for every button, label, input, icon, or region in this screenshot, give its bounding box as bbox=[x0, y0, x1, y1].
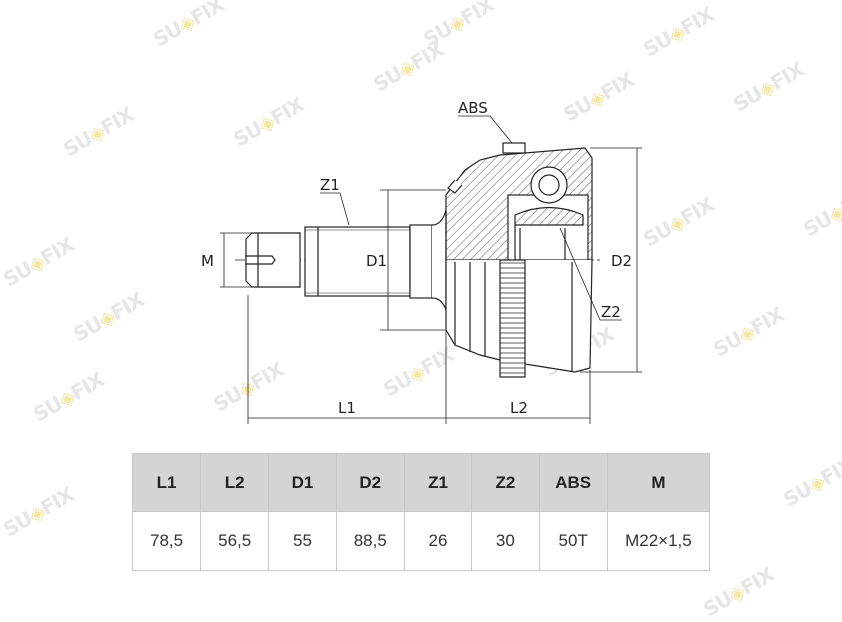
label-abs: ABS bbox=[458, 99, 488, 117]
label-l1: L1 bbox=[338, 399, 356, 417]
ball bbox=[530, 166, 568, 204]
header-l2: L2 bbox=[200, 453, 270, 512]
value-z2: 30 bbox=[471, 511, 540, 571]
value-d2: 88,5 bbox=[335, 511, 405, 571]
value-abs: 50T bbox=[538, 511, 608, 571]
header-abs: ABS bbox=[538, 453, 608, 512]
header-m: M bbox=[606, 453, 711, 512]
header-l1: L1 bbox=[131, 453, 202, 512]
sufix-watermark: SU◈FIX bbox=[0, 482, 78, 542]
table-header-row: L1 L2 D1 D2 Z1 Z2 ABS M bbox=[131, 453, 711, 512]
label-z1: Z1 bbox=[320, 176, 340, 194]
header-z1: Z1 bbox=[403, 453, 473, 512]
sufix-watermark: SU◈FIX bbox=[779, 452, 842, 512]
shaft-collar bbox=[409, 224, 433, 299]
splined-shaft bbox=[304, 226, 411, 297]
table-row: 78,5 56,5 55 88,5 26 30 50T M22×1,5 bbox=[131, 511, 711, 571]
abs-sensor-tab bbox=[502, 142, 526, 154]
value-l1: 78,5 bbox=[131, 511, 202, 571]
label-m: M bbox=[201, 252, 214, 270]
value-z1: 26 bbox=[403, 511, 473, 571]
label-l2: L2 bbox=[510, 399, 528, 417]
cv-joint-drawing: ABS Z1 Z2 M D1 D2 L1 L2 bbox=[201, 99, 642, 424]
label-z2: Z2 bbox=[601, 303, 621, 321]
header-z2: Z2 bbox=[471, 453, 540, 512]
spec-table: L1 L2 D1 D2 Z1 Z2 ABS M 78,5 56,5 55 88,… bbox=[131, 453, 711, 571]
sufix-watermark: SU◈FIX bbox=[699, 562, 778, 622]
label-d2: D2 bbox=[611, 252, 632, 270]
header-d1: D1 bbox=[268, 453, 337, 512]
value-m: M22×1,5 bbox=[606, 511, 711, 571]
value-d1: 55 bbox=[268, 511, 337, 571]
value-l2: 56,5 bbox=[200, 511, 270, 571]
label-d1: D1 bbox=[366, 252, 387, 270]
threaded-stub bbox=[245, 232, 301, 288]
header-d2: D2 bbox=[335, 453, 405, 512]
abs-ring bbox=[499, 259, 526, 378]
